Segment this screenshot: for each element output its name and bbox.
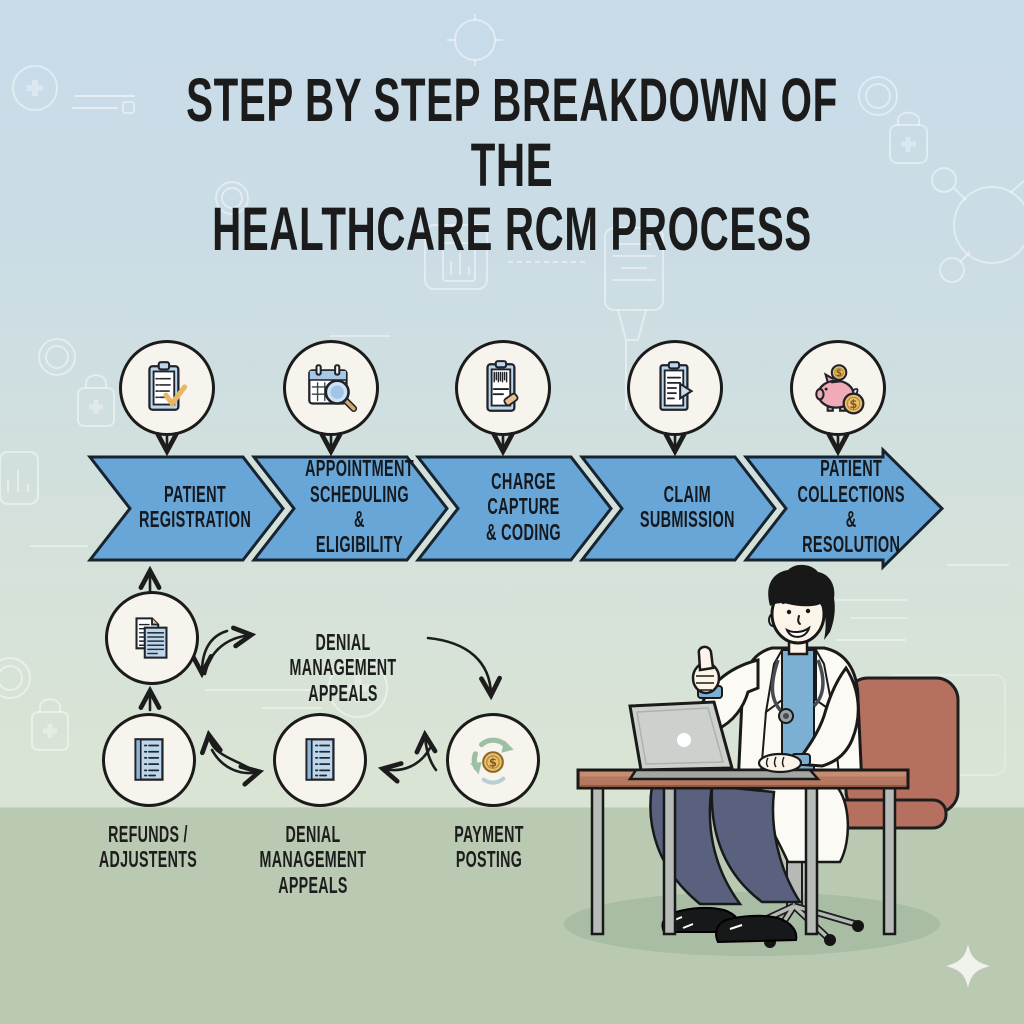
chevron-step-3 [414,455,613,562]
chevron-step-4 [578,455,777,562]
piggy-bank-icon: $ $ [815,364,865,415]
chevron-label-3: CHARGE CAPTURE & CODING [485,468,561,545]
chevron-label-2: APPOINTMENT SCHEDULING & ELIGIBILITY [304,455,414,558]
step-circle-appointment-scheduling [283,340,379,436]
dollar-glyph: $ [489,756,497,770]
denial-management-label: DENIAL MANAGEMENT APPEALS [259,821,367,898]
process-flow-chevrons [86,446,945,571]
node-circle-denial-management [273,713,367,807]
step-circle-charge-capture [455,340,551,436]
sparkle-icon [946,944,990,988]
step-circle-patient-collections: $ $ [790,340,886,436]
step-circle-claim-submission [627,340,723,436]
refunds-adjustments-label: REFUNDS / ADJUSTENTS [98,821,198,873]
ledger-icon [134,738,164,781]
chevron-step-2 [250,455,449,562]
chevron-step-1 [86,455,285,562]
node-circle-claim-documents [105,591,199,685]
dollar-glyph: $ [850,397,858,411]
documents-icon [135,617,168,659]
chevron-label-4: CLAIM SUBMISSION [639,480,735,532]
doctor-figure [649,564,864,944]
chevron-label-5: PATIENT COLLECTIONS & RESOLUTION [797,455,905,558]
doctor-hand [757,752,811,774]
payment-cycle-icon: $ [470,737,514,785]
chevron-step-5 [742,446,945,571]
clipboard-barcode-icon [486,360,519,412]
node-circle-refunds [102,713,196,807]
doctor-illustration [564,564,960,956]
page-title: STEP BY STEP BREAKDOWN OF THE HEALTHCARE… [186,66,838,264]
chevron-label-1: PATIENT REGISTRATION [138,480,252,532]
calendar-search-icon [308,364,358,413]
denial-appeals-note: DENIAL MANAGEMENT APPEALS [289,629,397,706]
node-circle-payment-posting: $ [446,713,540,807]
ledger-icon [305,738,335,781]
payment-posting-label: PAYMENT POSTING [454,821,524,873]
dollar-glyph: $ [836,368,842,379]
laptop [628,700,734,772]
clipboard-check-icon [148,361,188,411]
clipboard-send-icon [659,361,694,411]
